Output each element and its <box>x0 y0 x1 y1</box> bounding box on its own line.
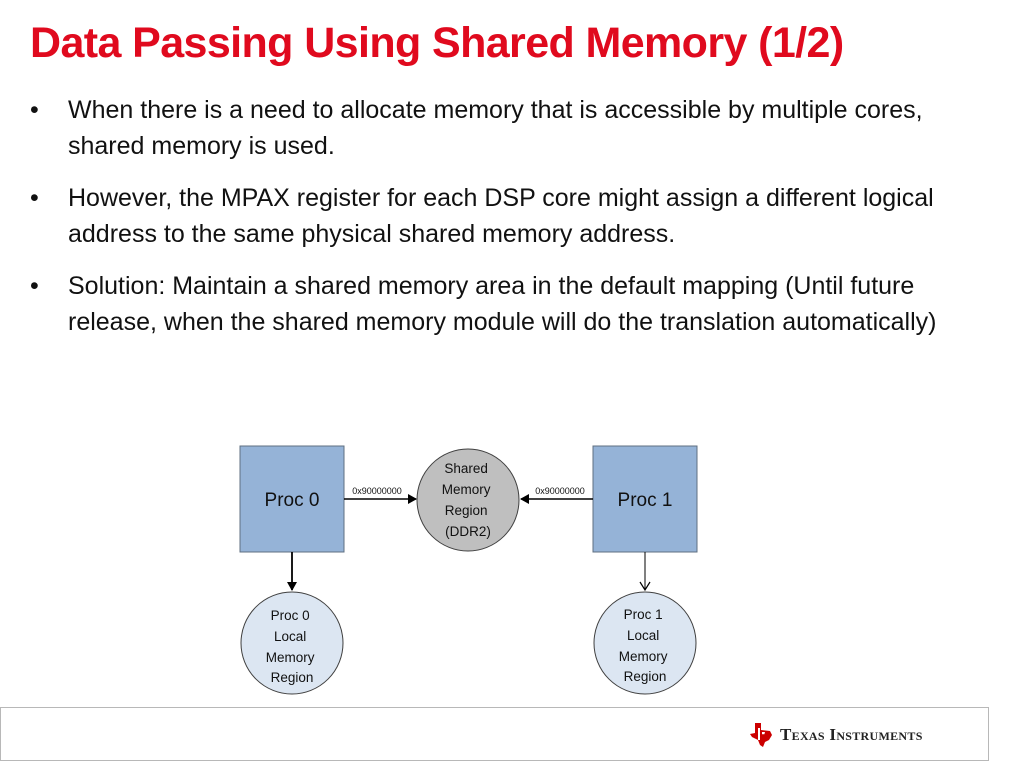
shared-line: Region <box>445 503 488 518</box>
left-address-label: 0x90000000 <box>352 486 402 496</box>
bullet-text: When there is a need to allocate memory … <box>68 96 923 160</box>
local0-line: Proc 0 <box>271 608 310 623</box>
local1-line: Local <box>627 628 659 643</box>
proc0-local-memory-circle <box>240 591 344 695</box>
shared-line: (DDR2) <box>445 524 491 539</box>
proc1-local-memory-label: Proc 1 Local Memory Region <box>619 607 672 684</box>
slide-title: Data Passing Using Shared Memory (1/2) <box>30 19 844 67</box>
shared-line: Memory <box>442 482 491 497</box>
texas-state-icon <box>750 723 772 747</box>
logo-wordmark: Texas Instruments <box>780 725 923 744</box>
bullet-list: • When there is a need to allocate memor… <box>30 92 1000 356</box>
local1-line: Proc 1 <box>624 607 663 622</box>
bullet-item: • However, the MPAX register for each DS… <box>30 180 1000 252</box>
local1-line: Region <box>624 669 667 684</box>
local0-line: Memory <box>266 650 315 665</box>
proc0-label: Proc 0 <box>265 490 320 511</box>
bullet-text: However, the MPAX register for each DSP … <box>68 184 934 248</box>
shared-line: Shared <box>444 461 488 476</box>
shared-memory-circle <box>416 448 520 552</box>
bullet-marker: • <box>30 96 39 124</box>
bullet-item: • When there is a need to allocate memor… <box>30 92 1000 164</box>
bullet-item: • Solution: Maintain a shared memory are… <box>30 268 1000 340</box>
bullet-marker: • <box>30 272 39 300</box>
proc0-local-memory-label: Proc 0 Local Memory Region <box>266 608 319 685</box>
proc1-label: Proc 1 <box>618 490 673 511</box>
footer-bar <box>0 707 989 761</box>
right-address-label: 0x90000000 <box>535 486 585 496</box>
local0-line: Local <box>274 629 306 644</box>
local0-line: Region <box>271 670 314 685</box>
local1-line: Memory <box>619 649 668 664</box>
proc1-local-memory-circle <box>593 591 697 695</box>
texas-instruments-logo: Texas Instruments <box>748 722 923 748</box>
bullet-text: Solution: Maintain a shared memory area … <box>68 272 937 336</box>
bullet-marker: • <box>30 184 39 212</box>
shared-memory-label: Shared Memory Region (DDR2) <box>442 461 495 539</box>
